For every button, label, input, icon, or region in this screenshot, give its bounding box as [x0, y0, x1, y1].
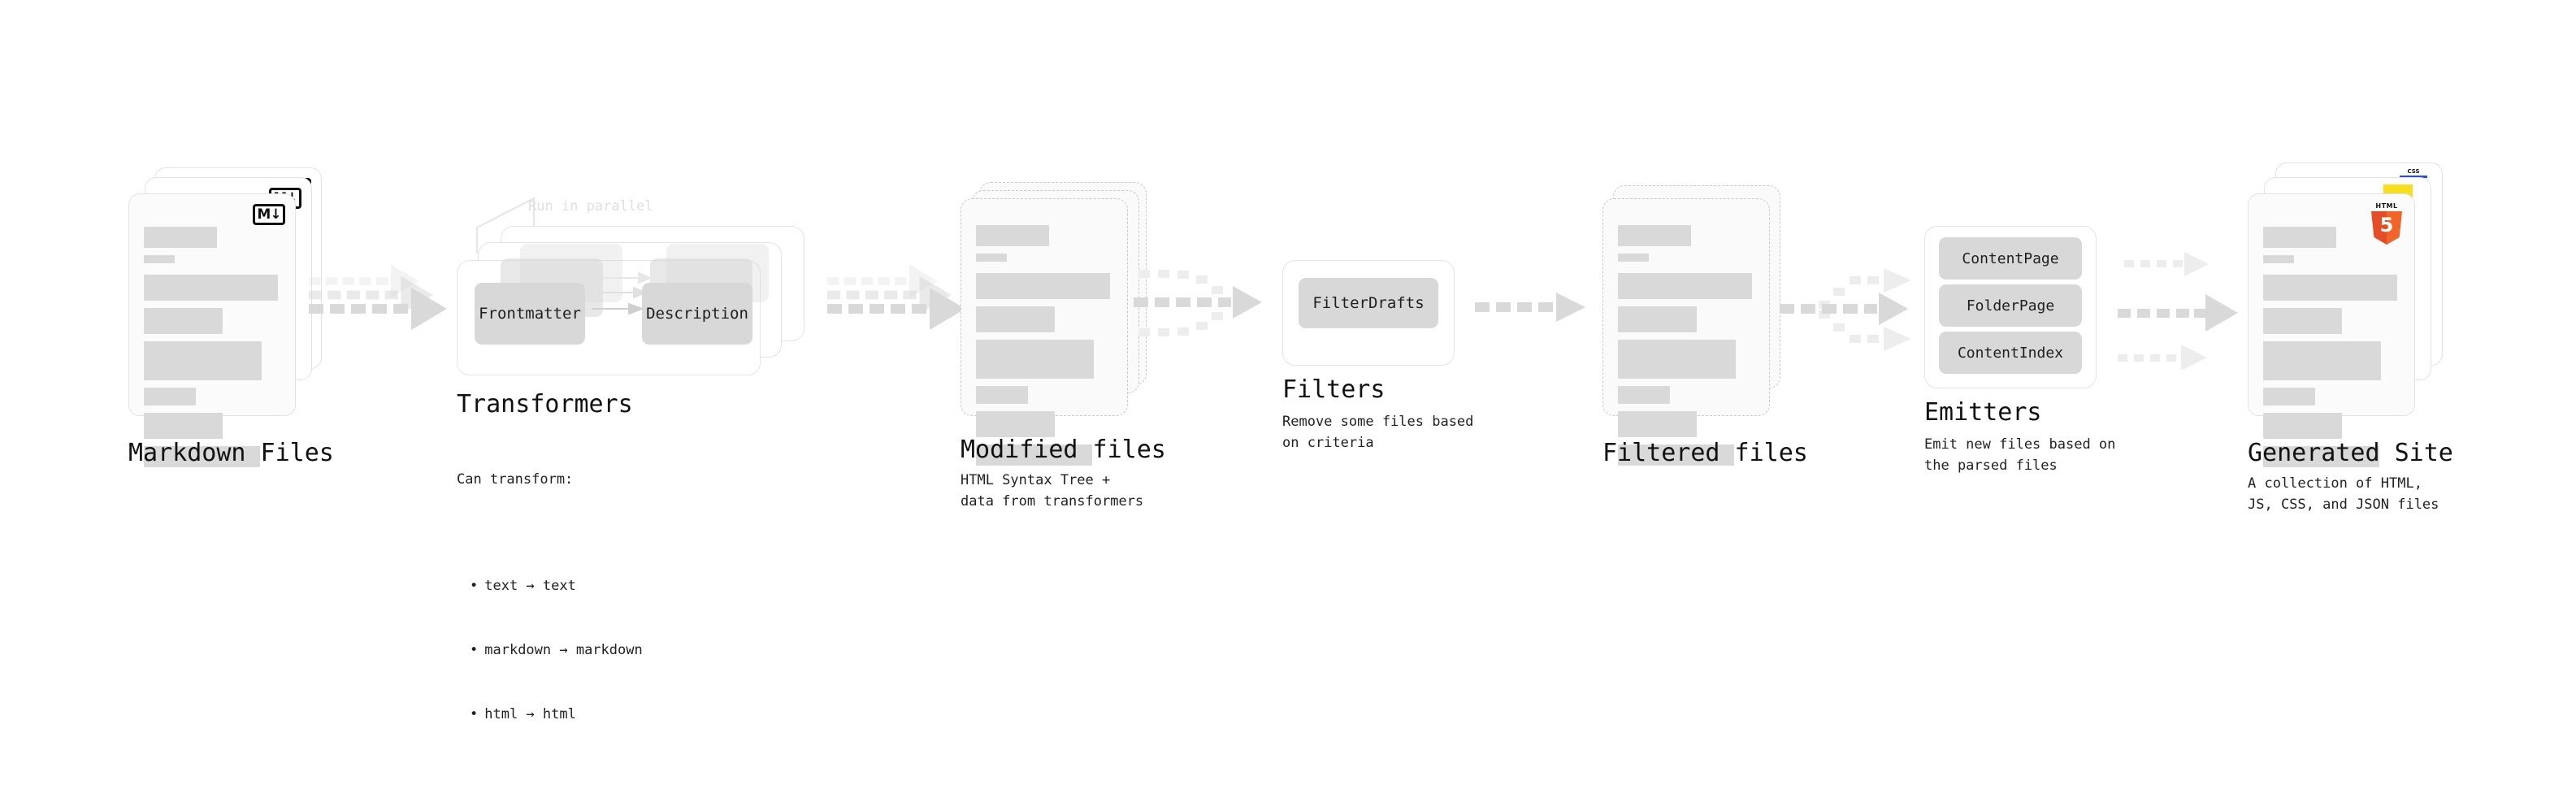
doc-skeleton-lines — [1618, 225, 1758, 473]
site-card-html[interactable]: HTML 5 — [2248, 193, 2415, 467]
emitters-title: Emitters — [1924, 398, 2042, 427]
transformers-capability-item: markdown → markdown — [470, 640, 642, 661]
filter-node-filterdrafts[interactable]: FilterDrafts — [1299, 278, 1438, 328]
arrow-layer — [309, 288, 447, 330]
transformers-title: Transformers — [457, 390, 633, 419]
html5-badge-glyph: HTML 5 — [2369, 202, 2405, 245]
generated-site-title: Generated Site — [2248, 439, 2453, 467]
html5-number: 5 — [2379, 214, 2394, 236]
arrow-layer — [827, 288, 965, 330]
html5-badge: HTML 5 — [2369, 202, 2405, 245]
arrow-filtered-to-emitters-split — [1780, 268, 1911, 351]
doc-skeleton-bar — [144, 341, 262, 380]
doc-skeleton-bar — [976, 411, 1055, 437]
doc-skeleton-bar — [2263, 255, 2294, 263]
doc-skeleton-bar — [144, 413, 223, 439]
modified-files-caption: HTML Syntax Tree + data from transformer… — [961, 472, 1144, 510]
markdown-badge-glyph: M↓ — [253, 204, 285, 225]
doc-skeleton-bar — [144, 388, 196, 406]
doc-skeleton-bar — [976, 254, 1007, 262]
css-badge-underline — [2400, 176, 2427, 178]
pipeline-diagram: M↓ M↓ M↓ Markdown Files Run in parallel — [0, 0, 2576, 681]
filters-title: Filters — [1282, 375, 1386, 404]
filters-caption: Remove some files based on criteria — [1282, 414, 1474, 452]
doc-skeleton-bar — [2263, 308, 2342, 334]
doc-skeleton-bar — [2263, 341, 2381, 380]
doc-skeleton-bar — [2263, 446, 2379, 467]
run-in-parallel-label: Run in parallel — [528, 198, 653, 215]
doc-skeleton-bar — [2263, 275, 2397, 301]
arrow-transformers-to-modified — [827, 264, 965, 330]
css-badge-glyph: CSS — [2400, 168, 2427, 180]
modified-files-title: Modified files — [961, 436, 1166, 464]
doc-skeleton-bar — [2263, 388, 2315, 406]
arrow-filters-to-filtered — [1475, 293, 1585, 322]
filtered-card-front[interactable] — [1602, 198, 1770, 466]
emitters-caption: Emit new files based on the parsed files — [1924, 436, 2116, 475]
transformers-capability-item: text → text — [470, 575, 643, 596]
emitter-node-folderpage[interactable]: FolderPage — [1939, 284, 2082, 327]
doc-skeleton-bar — [1618, 273, 1752, 299]
doc-skeleton-bar — [976, 306, 1055, 332]
modified-card-front[interactable] — [961, 198, 1128, 466]
doc-skeleton-bar — [1618, 411, 1697, 437]
doc-skeleton-lines — [2263, 227, 2403, 475]
doc-skeleton-bar — [976, 273, 1110, 299]
doc-skeleton-bar — [1618, 340, 1736, 379]
arrow-emitters-to-site — [2118, 252, 2238, 371]
doc-skeleton-lines — [144, 227, 284, 475]
run-in-parallel-leader — [475, 197, 536, 254]
doc-skeleton-bar — [1618, 445, 1734, 466]
html5-badge-caption: HTML — [2375, 202, 2398, 210]
doc-skeleton-bar — [976, 445, 1092, 466]
transformer-inner-arrows — [592, 271, 653, 315]
doc-skeleton-bar — [144, 308, 223, 334]
filtered-files-title: Filtered files — [1602, 439, 1808, 467]
css-badge: CSS — [2400, 168, 2427, 180]
doc-skeleton-bar — [976, 225, 1049, 246]
doc-skeleton-bar — [144, 275, 278, 301]
doc-skeleton-bar — [976, 340, 1094, 379]
doc-skeleton-bar — [1618, 254, 1649, 262]
arrow-markdown-to-transformers — [309, 264, 447, 330]
doc-skeleton-bar — [2263, 413, 2342, 439]
arrow-modified-to-filters-merge — [1134, 270, 1262, 336]
css-badge-text: CSS — [2407, 168, 2420, 175]
doc-skeleton-bar — [144, 227, 217, 248]
transformers-capability-item: html → html — [470, 704, 643, 725]
markdown-files-title: Markdown Files — [128, 439, 334, 467]
emitter-node-contentpage[interactable]: ContentPage — [1939, 237, 2082, 280]
transformers-caption-lead: Can transform: — [457, 471, 574, 488]
doc-skeleton-bar — [144, 446, 260, 467]
transformer-node-frontmatter[interactable]: Frontmatter — [475, 283, 585, 345]
transformers-caption: Can transform: text → text markdown → ma… — [457, 426, 643, 811]
transformers-capabilities-list: text → text markdown → markdown html → h… — [457, 533, 643, 769]
transformer-node-description[interactable]: Description — [642, 283, 752, 345]
doc-skeleton-bar — [2263, 227, 2336, 248]
doc-skeleton-bar — [1618, 386, 1670, 404]
generated-site-caption: A collection of HTML, JS, CSS, and JSON … — [2248, 475, 2439, 514]
doc-skeleton-bar — [144, 255, 175, 263]
doc-skeleton-lines — [976, 225, 1116, 473]
markdown-badge-front: M↓ — [253, 204, 285, 225]
doc-skeleton-bar — [1618, 306, 1697, 332]
doc-skeleton-bar — [976, 386, 1028, 404]
emitter-node-contentindex[interactable]: ContentIndex — [1939, 332, 2082, 374]
doc-skeleton-bar — [1618, 225, 1691, 246]
markdown-card-front[interactable]: M↓ — [128, 193, 296, 467]
